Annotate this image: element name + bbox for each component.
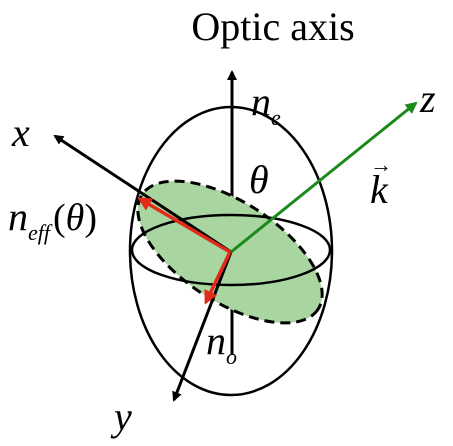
ne-label: ne	[251, 79, 281, 130]
x-axis-label: x	[11, 110, 30, 155]
y-axis-label: y	[110, 394, 132, 439]
x-axis-line	[53, 134, 232, 254]
neff-label: neff(θ)	[8, 194, 97, 245]
index-ellipsoid-outline	[128, 105, 334, 397]
optic-axis-label: Optic axis	[191, 4, 354, 49]
k-vector-label: k	[370, 167, 389, 212]
k-vector-arrow: →	[370, 152, 392, 177]
z-axis-label: z	[419, 76, 436, 121]
theta-label: θ	[249, 157, 269, 202]
no-vector	[204, 251, 232, 305]
equatorial-ellipse	[130, 213, 332, 287]
no-label: no	[206, 318, 237, 369]
neff-vector	[137, 197, 231, 254]
wave-vector-line	[230, 101, 418, 254]
y-axis-line	[172, 251, 233, 402]
